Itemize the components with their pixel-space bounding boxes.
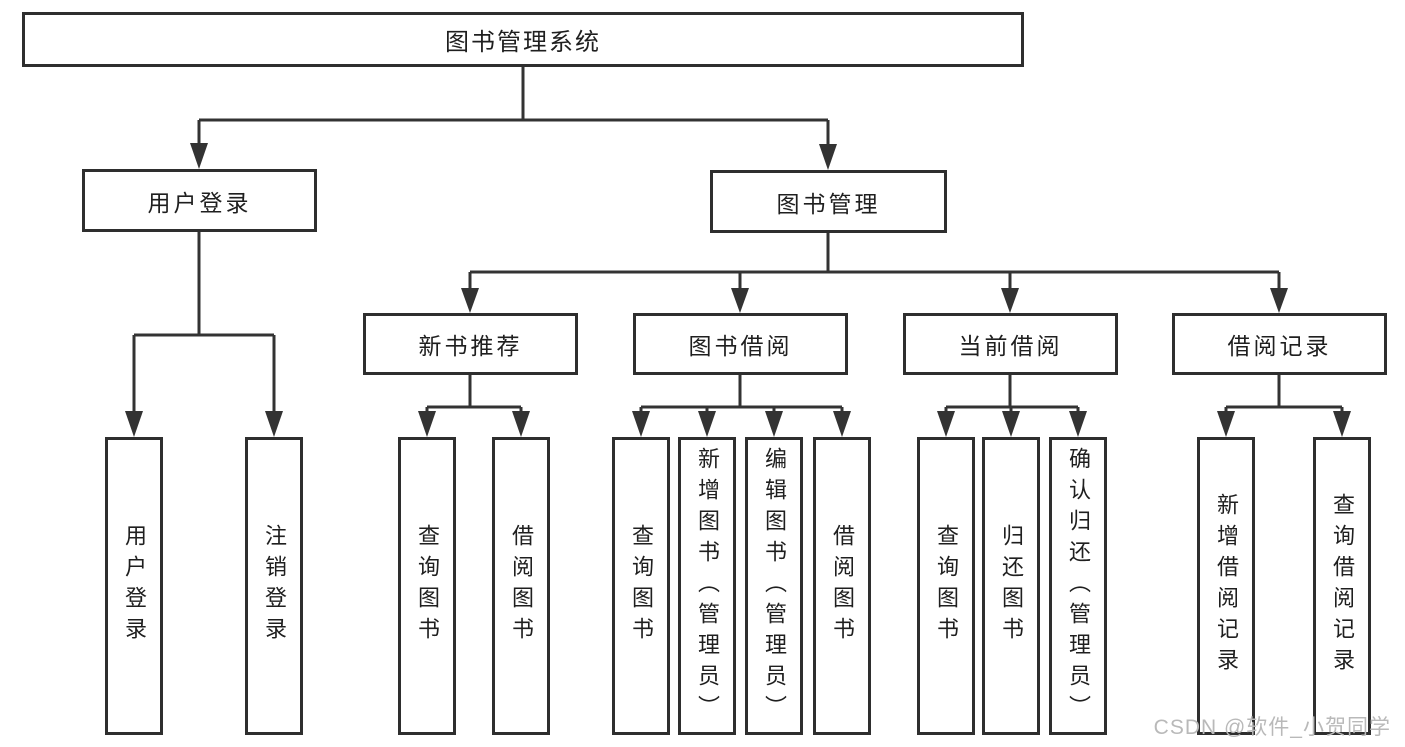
arrowhead: [418, 411, 436, 437]
node-new-book-recommend: 新书推荐: [363, 313, 578, 375]
leaf-return-books: 归还图书: [982, 437, 1040, 735]
arrowhead: [833, 411, 851, 437]
arrowhead: [1069, 411, 1087, 437]
arrowhead: [461, 288, 479, 313]
leaf-query-borrow-record: 查询借阅记录: [1313, 437, 1371, 735]
leaf-add-book-admin: 新增图书（管理员）: [678, 437, 736, 735]
arrowhead: [512, 411, 530, 437]
csdn-watermark: CSDN @软件_小贺同学: [1153, 716, 1391, 739]
leaf-edit-book-admin: 编辑图书（管理员）: [745, 437, 803, 735]
arrowhead: [1217, 411, 1235, 437]
arrowhead: [1270, 288, 1288, 313]
leaf-query-books-current: 查询图书: [917, 437, 975, 735]
node-book-borrowing: 图书借阅: [633, 313, 848, 375]
node-book-management-system: 图书管理系统: [22, 12, 1024, 67]
leaf-borrow-books-borrowing: 借阅图书: [813, 437, 871, 735]
arrowhead: [125, 411, 143, 437]
arrowhead: [819, 144, 837, 170]
leaf-query-books-borrowing: 查询图书: [612, 437, 670, 735]
arrowhead: [632, 411, 650, 437]
arrowhead: [731, 288, 749, 313]
arrowhead: [1001, 288, 1019, 313]
arrowhead: [937, 411, 955, 437]
leaf-confirm-return-admin: 确认归还（管理员）: [1049, 437, 1107, 735]
arrowhead: [1002, 411, 1020, 437]
leaf-query-books-recommend: 查询图书: [398, 437, 456, 735]
arrowhead: [1333, 411, 1351, 437]
node-current-borrowing: 当前借阅: [903, 313, 1118, 375]
node-user-login: 用户登录: [82, 169, 317, 232]
arrowhead: [265, 411, 283, 437]
arrowhead: [698, 411, 716, 437]
arrowhead: [190, 143, 208, 169]
leaf-user-login: 用户登录: [105, 437, 163, 735]
leaf-borrow-books-recommend: 借阅图书: [492, 437, 550, 735]
leaf-logout: 注销登录: [245, 437, 303, 735]
arrowhead: [765, 411, 783, 437]
node-book-management: 图书管理: [710, 170, 947, 233]
node-borrowing-records: 借阅记录: [1172, 313, 1387, 375]
leaf-add-borrow-record: 新增借阅记录: [1197, 437, 1255, 735]
